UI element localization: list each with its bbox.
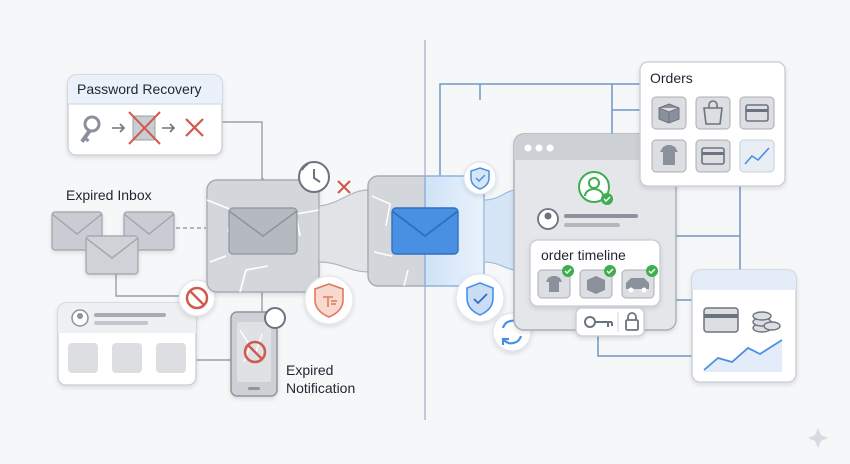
order-timeline-title: order timeline xyxy=(541,247,626,263)
expired-notification-label-line2: Notification xyxy=(286,380,356,396)
orders-title: Orders xyxy=(650,70,693,86)
bridge-connector xyxy=(318,189,369,273)
finance-panel xyxy=(691,269,797,383)
coins-icon xyxy=(752,311,781,333)
key-icon xyxy=(80,115,101,143)
trend-line-icon xyxy=(703,339,783,371)
box-icon xyxy=(587,276,605,294)
expired-inbox-label: Expired Inbox xyxy=(66,187,152,203)
shopping-bag-icon xyxy=(703,107,723,125)
box-icon xyxy=(658,103,680,124)
delivery-car-icon xyxy=(626,278,649,289)
cracked-envelope-block xyxy=(206,179,320,293)
expired-clock-icon xyxy=(298,161,351,194)
expired-inbox-envelopes xyxy=(51,211,175,275)
expired-notification-label-line1: Expired xyxy=(286,362,334,378)
red-x-icon xyxy=(185,118,204,137)
phone-icon xyxy=(230,307,286,397)
central-envelope-block xyxy=(367,175,485,287)
key-lock-chip xyxy=(575,307,645,337)
shield-check-icon xyxy=(463,161,497,195)
arrow-right-icon xyxy=(162,123,176,133)
credit-card-icon xyxy=(701,147,725,165)
large-shield-check-icon xyxy=(455,273,505,323)
password-recovery-panel xyxy=(67,74,223,156)
blocked-icon xyxy=(178,279,216,317)
arrow-right-icon xyxy=(112,123,126,133)
crossed-document-icon xyxy=(128,111,161,145)
lock-icon xyxy=(625,319,639,331)
credit-card-icon xyxy=(745,104,769,122)
bridge-connector-blue xyxy=(483,189,517,271)
t-shirt-icon xyxy=(546,276,562,292)
sparkle-icon xyxy=(808,428,828,448)
t-shirt-icon xyxy=(660,145,678,165)
credit-card-icon xyxy=(703,307,739,333)
orders-panel xyxy=(639,61,786,187)
verified-user-icon xyxy=(578,171,613,205)
browser-card xyxy=(57,302,197,386)
order-timeline-card xyxy=(529,239,661,307)
trend-line-icon xyxy=(744,147,770,165)
password-recovery-title: Password Recovery xyxy=(77,81,202,97)
shield-icon xyxy=(304,275,354,325)
